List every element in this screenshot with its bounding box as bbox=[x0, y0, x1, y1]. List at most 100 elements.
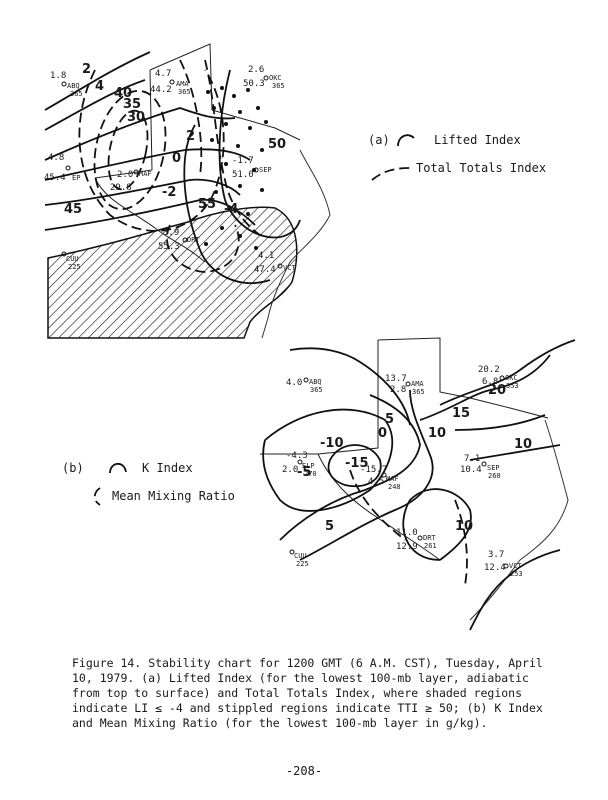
svg-text:CUU: CUU bbox=[294, 552, 307, 560]
li-label: -2 bbox=[162, 185, 176, 200]
panel-a-lifted-index-map: 2 4 2 0 -2 -4 40 35 30 45 55 50 1.8 ABQ … bbox=[44, 43, 331, 339]
svg-text:4.8: 4.8 bbox=[48, 153, 64, 163]
station-drt: 11.0 12.9 DRT 261 bbox=[396, 528, 437, 552]
k-label: 10 bbox=[455, 519, 473, 534]
svg-text:45.4: 45.4 bbox=[44, 173, 66, 183]
li-label: 0 bbox=[172, 151, 181, 166]
svg-text:12.9: 12.9 bbox=[396, 542, 418, 552]
svg-text:2.6: 2.6 bbox=[248, 65, 264, 75]
state-border bbox=[377, 337, 549, 419]
svg-text:44.2: 44.2 bbox=[150, 85, 172, 95]
station-cuu: CUU 225 bbox=[61, 251, 81, 271]
svg-text:5.9: 5.9 bbox=[163, 228, 179, 238]
station-ama: 4.7 44.2 AMA 365 bbox=[150, 69, 191, 96]
station-abq: 1.8 ABQ 365 bbox=[50, 71, 83, 98]
svg-text:260: 260 bbox=[488, 472, 501, 480]
state-border bbox=[94, 177, 206, 263]
svg-text:365: 365 bbox=[178, 88, 191, 96]
svg-text:MAF: MAF bbox=[386, 475, 399, 483]
total-totals-isolines bbox=[78, 59, 261, 273]
li-label: 4 bbox=[95, 79, 104, 94]
k-label: 5 bbox=[385, 412, 394, 427]
station-sep: 7.1 10.4 SEP 260 bbox=[460, 454, 501, 480]
legend-panel-a: (a) Lifted Index Total Totals Index bbox=[368, 133, 546, 181]
svg-text:AMA: AMA bbox=[176, 80, 189, 88]
k-label: -15 bbox=[345, 456, 369, 471]
station-cuu: CUU 225 bbox=[289, 549, 309, 568]
legend-dashed-line-icon bbox=[93, 487, 101, 506]
k-label: 5 bbox=[325, 519, 334, 534]
legend-solid-line-icon bbox=[397, 134, 415, 147]
li-label: 2 bbox=[82, 62, 91, 77]
k-label: 0 bbox=[378, 426, 387, 441]
tti-label: 50 bbox=[268, 137, 286, 152]
station-maf: 2.0 29.8 MAF bbox=[110, 169, 152, 193]
svg-text:-4.3: -4.3 bbox=[286, 451, 308, 461]
svg-text:ABQ: ABQ bbox=[67, 82, 80, 90]
svg-text:VCT: VCT bbox=[509, 562, 522, 570]
svg-text:VCT: VCT bbox=[283, 264, 296, 272]
svg-text:7.1: 7.1 bbox=[464, 454, 480, 464]
panel-b-k-index-map: -10 -15 -5 5 0 5 10 10 15 20 10 4.0 ABQ … bbox=[260, 337, 576, 631]
station-drt: 5.9 55.3 DRT bbox=[158, 228, 200, 252]
station-vct: 3.7 12.4 VCT 253 bbox=[484, 550, 523, 578]
svg-text:-15.7: -15.7 bbox=[360, 465, 387, 475]
svg-text:4.0: 4.0 bbox=[286, 378, 302, 388]
legend-a-dashed-label: Total Totals Index bbox=[416, 161, 546, 175]
legend-a-solid-label: Lifted Index bbox=[434, 133, 521, 147]
k-index-isolines bbox=[262, 339, 576, 631]
li-label: -4 bbox=[224, 202, 238, 217]
svg-text:3.7: 3.7 bbox=[488, 550, 504, 560]
station-okc: 2.6 50.3 OKC 365 bbox=[243, 65, 285, 90]
legend-b-solid-label: K Index bbox=[142, 461, 193, 475]
svg-text:365: 365 bbox=[412, 388, 425, 396]
svg-text:270: 270 bbox=[304, 470, 317, 478]
tti-label: 45 bbox=[64, 202, 82, 217]
k-label: 15 bbox=[452, 406, 470, 421]
svg-text:47.4: 47.4 bbox=[254, 265, 276, 275]
legend-a-tag: (a) bbox=[368, 133, 390, 147]
svg-text:365: 365 bbox=[70, 90, 83, 98]
station-elp: 4.8 45.4 EP bbox=[44, 153, 80, 183]
svg-text:225: 225 bbox=[296, 560, 309, 568]
k-label: 10 bbox=[428, 426, 446, 441]
legend-panel-b: (b) K Index Mean Mixing Ratio bbox=[62, 461, 235, 506]
tti-label: 55 bbox=[198, 197, 216, 212]
tti-label: 30 bbox=[127, 110, 145, 125]
legend-dashed-line-icon bbox=[371, 167, 411, 181]
panel-a-stations: 1.8 ABQ 365 4.7 44.2 AMA 365 2.6 50.3 OK… bbox=[44, 65, 296, 275]
station-sep: -1.7 51.0 SEP bbox=[232, 156, 272, 180]
svg-text:50.3: 50.3 bbox=[243, 79, 265, 89]
state-border bbox=[149, 43, 301, 141]
k-label: -5 bbox=[297, 465, 311, 480]
svg-text:10.4: 10.4 bbox=[460, 465, 482, 475]
svg-text:ELP: ELP bbox=[302, 462, 315, 470]
svg-text:2.8: 2.8 bbox=[390, 385, 406, 395]
svg-text:225: 225 bbox=[68, 263, 81, 271]
svg-text:353: 353 bbox=[506, 382, 519, 390]
svg-text:253: 253 bbox=[510, 570, 523, 578]
svg-text:365: 365 bbox=[272, 82, 285, 90]
legend-b-tag: (b) bbox=[62, 461, 84, 475]
svg-text:OKC: OKC bbox=[269, 74, 282, 82]
svg-text:SEP: SEP bbox=[259, 166, 272, 174]
svg-text:55.3: 55.3 bbox=[158, 242, 180, 252]
lifted-index-isolines bbox=[44, 51, 301, 285]
k-label: -10 bbox=[320, 436, 344, 451]
panel-a-isoline-labels: 2 4 2 0 -2 -4 40 35 30 45 55 50 bbox=[64, 62, 286, 217]
svg-text:248: 248 bbox=[388, 483, 401, 491]
svg-text:SEP: SEP bbox=[487, 464, 500, 472]
svg-text:261: 261 bbox=[424, 542, 437, 550]
k-label: 10 bbox=[514, 437, 532, 452]
svg-text:CUU: CUU bbox=[66, 255, 79, 263]
svg-text:12.4: 12.4 bbox=[484, 563, 506, 573]
station-vct: 4.1 47.4 VCT bbox=[254, 251, 296, 275]
svg-text:ABQ: ABQ bbox=[309, 378, 322, 386]
li-label: 2 bbox=[186, 129, 195, 144]
legend-b-dashed-label: Mean Mixing Ratio bbox=[112, 489, 235, 503]
svg-text:EP: EP bbox=[72, 174, 80, 182]
shaded-li-region bbox=[47, 206, 298, 339]
k-label: 20 bbox=[488, 383, 506, 398]
svg-text:51.0: 51.0 bbox=[232, 170, 254, 180]
caption-text: Stability chart for 1200 GMT (6 A.M. CST… bbox=[72, 656, 543, 730]
